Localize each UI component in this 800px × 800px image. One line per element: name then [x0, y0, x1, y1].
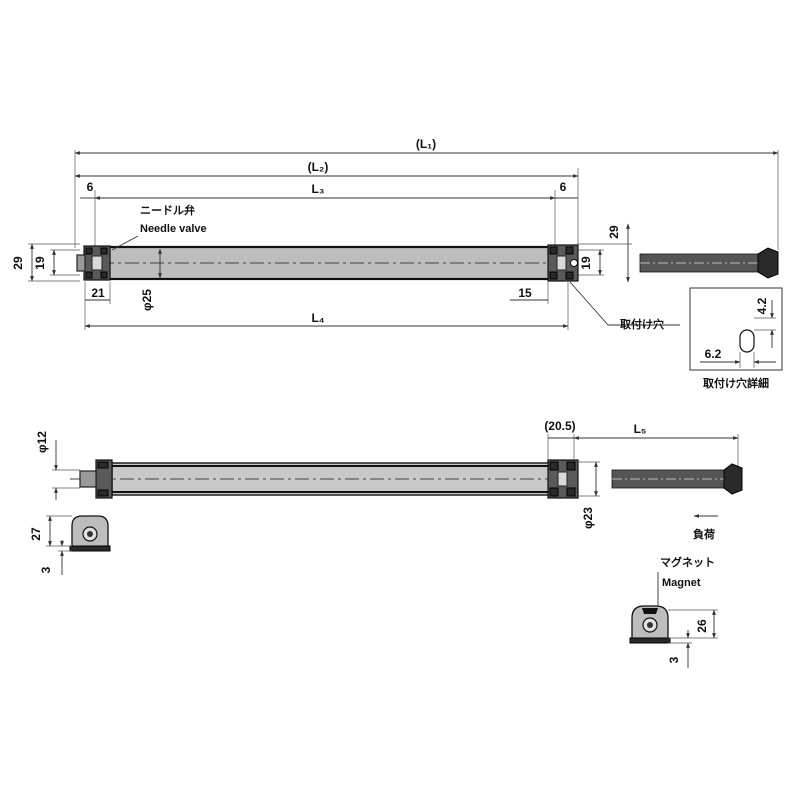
dim-l1-label: (L₁) — [416, 137, 436, 151]
detail-62-label: 6.2 — [705, 347, 722, 361]
dim-26-label: 26 — [695, 619, 709, 633]
dim-15-label: 15 — [518, 286, 532, 300]
dim-29-right-label: 29 — [607, 225, 621, 239]
dim-27-label: 27 — [29, 527, 43, 541]
needle-valve-jp-label: ニードル弁 — [140, 203, 195, 217]
magnet-icon — [642, 608, 658, 614]
rod-end-fitting-top — [757, 247, 779, 279]
dim-21-label: 21 — [91, 286, 105, 300]
dim-l3-label: L₃ — [312, 182, 325, 196]
dim-l5-label: L₅ — [634, 422, 647, 436]
needle-valve-knob — [76, 254, 86, 272]
dim-l4-label: L₄ — [311, 311, 324, 325]
dim-l2-label: (L₂) — [308, 160, 329, 174]
dim-phi12-label: φ12 — [35, 431, 49, 453]
slot-hole-icon — [739, 329, 755, 353]
dim-6-left-label: 6 — [87, 180, 94, 194]
mount-detail-label: 取付け穴詳細 — [703, 376, 769, 390]
dim-phi23-label: φ23 — [581, 507, 595, 529]
dim-3-left-label: 3 — [39, 566, 53, 573]
dim-19-right-label: 19 — [579, 256, 593, 270]
top-assembly: (L₁) (L₂) L₃ 6 6 29 19 — [11, 137, 783, 390]
needle-valve-en-label: Needle valve — [140, 223, 207, 235]
magnet-jp-label: マグネット — [660, 555, 715, 569]
magnet-en-label: Magnet — [662, 577, 701, 589]
dim-6-right-label: 6 — [560, 180, 567, 194]
dim-3-right-label: 3 — [667, 656, 681, 663]
bottom-assembly: φ12 (20.5) L₅ φ23 — [29, 419, 743, 668]
mount-hole-detail-box — [689, 287, 783, 371]
mount-hole-label: 取付け穴 — [620, 317, 664, 331]
port-fitting-bottom — [79, 470, 97, 488]
detail-42-label: 4.2 — [755, 297, 769, 314]
load-label: 負荷 — [693, 527, 715, 541]
rod-end-fitting-bottom — [723, 463, 743, 495]
dim-19-left-label: 19 — [33, 256, 47, 270]
dim-29-left-label: 29 — [11, 256, 25, 270]
dim-phi25-label: φ25 — [140, 289, 154, 311]
dim-205-label: (20.5) — [544, 419, 575, 433]
